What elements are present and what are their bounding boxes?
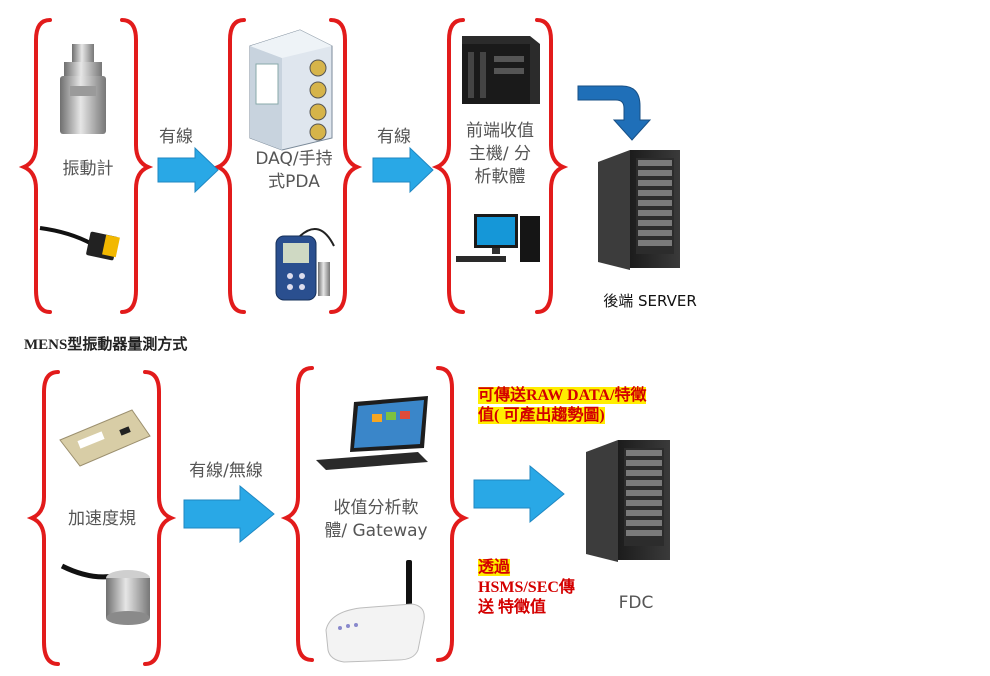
handheld-pda-image [275, 227, 335, 301]
brace-host-right [535, 18, 569, 314]
daq-group-label-line2: 式PDA [268, 172, 320, 192]
arrow-link2 [372, 146, 434, 194]
brace-daq-right [329, 18, 363, 314]
server-fdc-image [586, 440, 670, 562]
arrow-bent-to-server [577, 85, 652, 141]
daq-module-image [249, 29, 333, 151]
brace-accel-left [26, 370, 60, 666]
server-label: 後端 SERVER [603, 292, 697, 310]
note-hsms: 透過 HSMS/SEC傳 送 特徵值 [478, 558, 575, 618]
bottom-link-label: 有線/無線 [189, 461, 263, 481]
host-group-label-line1: 前端收值 [466, 121, 534, 141]
vibration-sensor-image [60, 44, 106, 134]
server-top-image [598, 150, 680, 270]
brace-accel-right [143, 370, 177, 666]
wireless-gateway-image [325, 560, 425, 663]
arrow-link-bottom [183, 484, 275, 544]
mems-accelerometer-image [59, 409, 151, 467]
brace-daq-left [212, 18, 246, 314]
sensor-group-label: 振動計 [62, 159, 114, 179]
note-hsms-line2: HSMS/SEC傳 [478, 579, 575, 596]
gateway-group-label-line2: 體/ Gateway [324, 521, 428, 541]
link1-label: 有線 [159, 127, 193, 147]
cable-sensor-image [39, 226, 120, 261]
section-title: MENS型振動器量測方式 [24, 337, 188, 353]
gateway-group-label-line1: 收值分析軟 [333, 498, 419, 518]
fdc-label: FDC [618, 593, 654, 613]
brace-gateway-left [280, 366, 314, 662]
arrow-to-fdc [473, 464, 565, 524]
note-raw-data: 可傳送RAW DATA/特徵 值( 可產出趨勢圖) [478, 386, 647, 426]
note-raw-line2: 值( 可產出趨勢圖) [478, 407, 605, 424]
tablet-image [316, 396, 428, 470]
note-hsms-line1: 透過 [478, 559, 511, 576]
link2-label: 有線 [377, 127, 411, 147]
brace-sensor-right [120, 18, 154, 314]
arrow-link1 [157, 146, 219, 194]
accel-group-label: 加速度規 [68, 509, 136, 529]
brace-sensor-left [18, 18, 52, 314]
daq-group-label-line1: DAQ/手持 [255, 149, 333, 169]
brace-gateway-right [436, 366, 470, 662]
desktop-computer-image [456, 214, 540, 262]
host-group-label-line3: 析軟體 [474, 167, 526, 187]
host-group-label-line2: 主機/ 分 [468, 144, 532, 164]
note-hsms-line3: 送 特徵值 [478, 599, 547, 616]
accelerometer-cable-image [60, 563, 150, 625]
note-raw-line1: 可傳送RAW DATA/特徵 [478, 387, 647, 404]
industrial-pc-image [462, 36, 540, 104]
brace-host-left [431, 18, 465, 314]
